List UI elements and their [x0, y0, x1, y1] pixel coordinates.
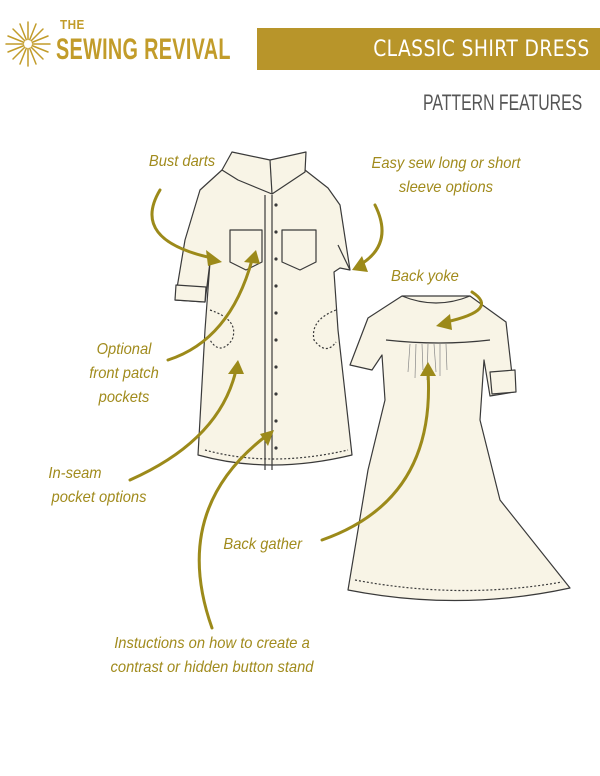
title-banner: CLASSIC SHIRT DRESS: [257, 28, 600, 70]
arrow-gather: [320, 370, 431, 542]
label-patch-line3: pockets: [98, 389, 150, 406]
label-sleeve-options: Easy sew long or short sleeve options: [363, 152, 529, 200]
logo-the: THE: [60, 17, 85, 32]
label-back-gather: Back gather: [223, 536, 302, 553]
page-subtitle: PATTERN FEATURES: [422, 90, 582, 115]
label-inseam-line1: In-seam: [48, 465, 102, 482]
arrow-sleeve: [356, 203, 384, 268]
label-patch-line2: front patch: [89, 365, 159, 382]
arrow-inseam: [128, 368, 238, 482]
label-patch-line1: Optional: [96, 341, 152, 358]
label-sleeve-line1: Easy sew long or short: [371, 155, 521, 172]
front-dress: [174, 151, 353, 470]
label-inseam-line2: pocket options: [51, 489, 147, 506]
arrow-patch: [166, 258, 254, 362]
label-stand-line1: Instuctions on how to create a: [114, 635, 310, 652]
label-button-stand: Instuctions on how to create a contrast …: [102, 632, 323, 680]
label-inseam-pockets: In-seam pocket options: [39, 462, 159, 510]
label-sleeve-line2: sleeve options: [398, 179, 494, 196]
back-dress: [347, 295, 571, 602]
label-bust-darts: Bust darts: [148, 153, 216, 170]
arrow-bust-darts: [150, 188, 214, 260]
arrow-back-yoke: [444, 290, 484, 324]
banner-title: CLASSIC SHIRT DRESS: [373, 37, 590, 62]
label-back-yoke: Back yoke: [390, 268, 459, 285]
label-stand-line2: contrast or hidden button stand: [110, 659, 314, 676]
label-patch-pockets: Optional front patch pockets: [78, 338, 170, 410]
logo-name: SEWING REVIVAL: [56, 33, 231, 66]
arrow-stand: [197, 434, 268, 630]
sewing-revival-logo-icon: [5, 21, 51, 67]
